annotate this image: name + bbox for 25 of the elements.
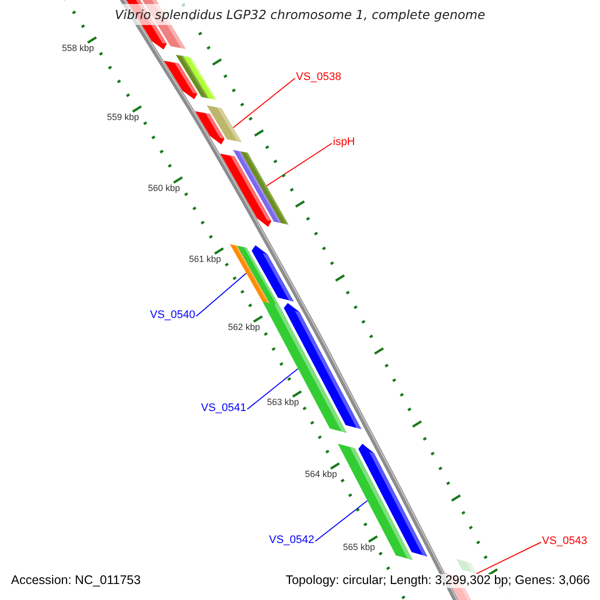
scale-label: 559 kbp <box>106 113 139 123</box>
gene-label: VS_0538 <box>296 71 342 84</box>
leader-line <box>232 78 296 128</box>
gene-bar <box>230 244 280 306</box>
gene-label: ispH <box>333 136 356 148</box>
leader-line <box>314 500 368 542</box>
gene-label: VS_0541 <box>201 402 246 414</box>
leader-line <box>246 368 299 410</box>
scale-label: 560 kbp <box>148 184 180 194</box>
gene-label: VS_0543 <box>542 535 588 548</box>
scale-label: 563 kbp <box>266 398 299 408</box>
leader-line <box>266 142 332 186</box>
leader-line <box>196 272 247 317</box>
leader-line <box>476 542 542 574</box>
scale-label: 558 kbp <box>62 44 94 54</box>
gene-label: VS_0540 <box>150 309 196 322</box>
genome-stats-note: Topology: circular; Length: 3,299,302 bp; Genes: 3,066 <box>284 574 591 588</box>
gene-bar <box>233 150 288 225</box>
gene-bar <box>262 302 347 433</box>
scale-label: 565 kbp <box>342 543 375 553</box>
gene-bar <box>338 444 413 560</box>
gene-bar <box>206 105 242 142</box>
gene-label: VS_0542 <box>269 534 314 546</box>
gene-bar <box>456 558 476 574</box>
accession-note: Accession: NC_011753 <box>10 574 142 588</box>
